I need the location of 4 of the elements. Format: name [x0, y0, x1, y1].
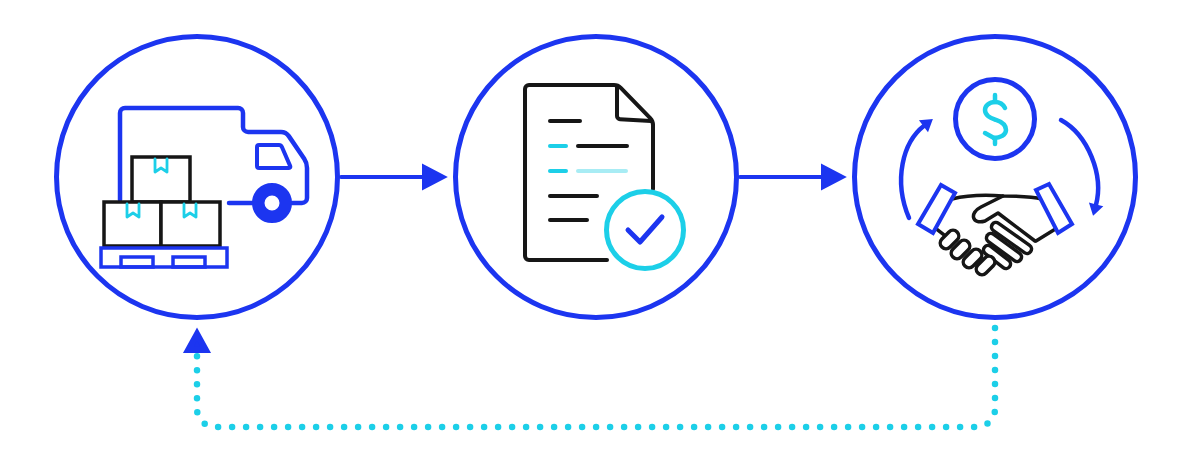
circle [453, 34, 739, 320]
circle [852, 34, 1138, 320]
dotted-arrow [183, 324, 999, 431]
circle [54, 34, 340, 320]
